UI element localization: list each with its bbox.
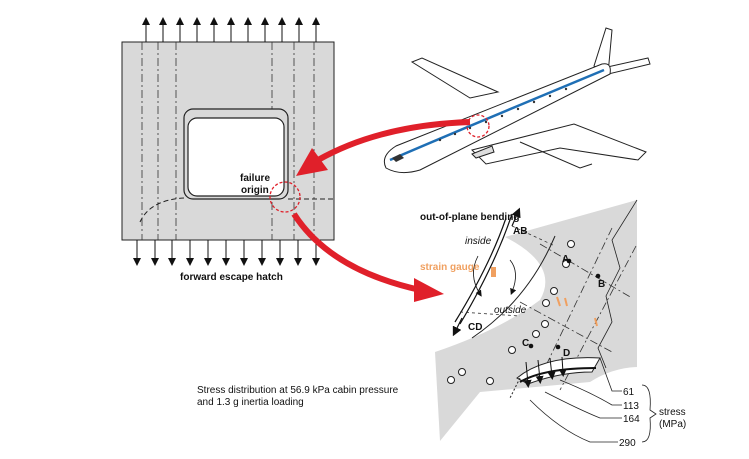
stress-unit-2: (MPa) — [659, 419, 686, 430]
bending-section — [452, 207, 556, 337]
point-b-label: B — [598, 279, 605, 290]
tension-arrows-top — [142, 17, 320, 42]
stress-value-164: 164 — [623, 414, 640, 425]
failure-label-1: failure — [240, 173, 270, 184]
stress-unit-1: stress — [659, 407, 686, 418]
comet-airplane — [383, 27, 651, 174]
fuselage-windows — [438, 87, 568, 142]
cockpit-windows — [392, 154, 404, 162]
stress-value-61: 61 — [623, 387, 635, 398]
red-arrow-panel-to-detail — [291, 212, 444, 302]
inside-label: inside — [465, 236, 492, 247]
stress-value-290: 290 — [619, 438, 636, 449]
failure-label-2: origin — [241, 185, 269, 196]
caption-line-1: Stress distribution at 56.9 kPa cabin pr… — [197, 385, 399, 396]
escape-hatch — [183, 108, 289, 200]
point-d-label: D — [563, 348, 570, 359]
failure-origin-marker — [269, 181, 301, 213]
tension-arrows-bottom — [133, 240, 320, 266]
fuselage-stripe — [389, 68, 605, 162]
point-c-label: C — [522, 338, 529, 349]
outside-label: outside — [494, 305, 527, 316]
strain-gauge-label: strain gauge — [420, 262, 480, 273]
bending-label: out-of-plane bending — [420, 212, 519, 223]
stress-scale: 61 113 164 290 stress (MPa) — [619, 384, 686, 449]
cd-label: CD — [468, 322, 482, 333]
stress-value-113: 113 — [623, 401, 639, 412]
plane-location-marker — [466, 114, 490, 138]
caption-line-2: and 1.3 g inertia loading — [197, 397, 304, 408]
red-arrow-plane-to-panel — [296, 119, 471, 176]
detail-panel — [435, 199, 638, 443]
point-a-label: A — [562, 254, 569, 265]
ab-label: AB — [513, 226, 527, 237]
hatch-label: forward escape hatch — [180, 272, 283, 283]
